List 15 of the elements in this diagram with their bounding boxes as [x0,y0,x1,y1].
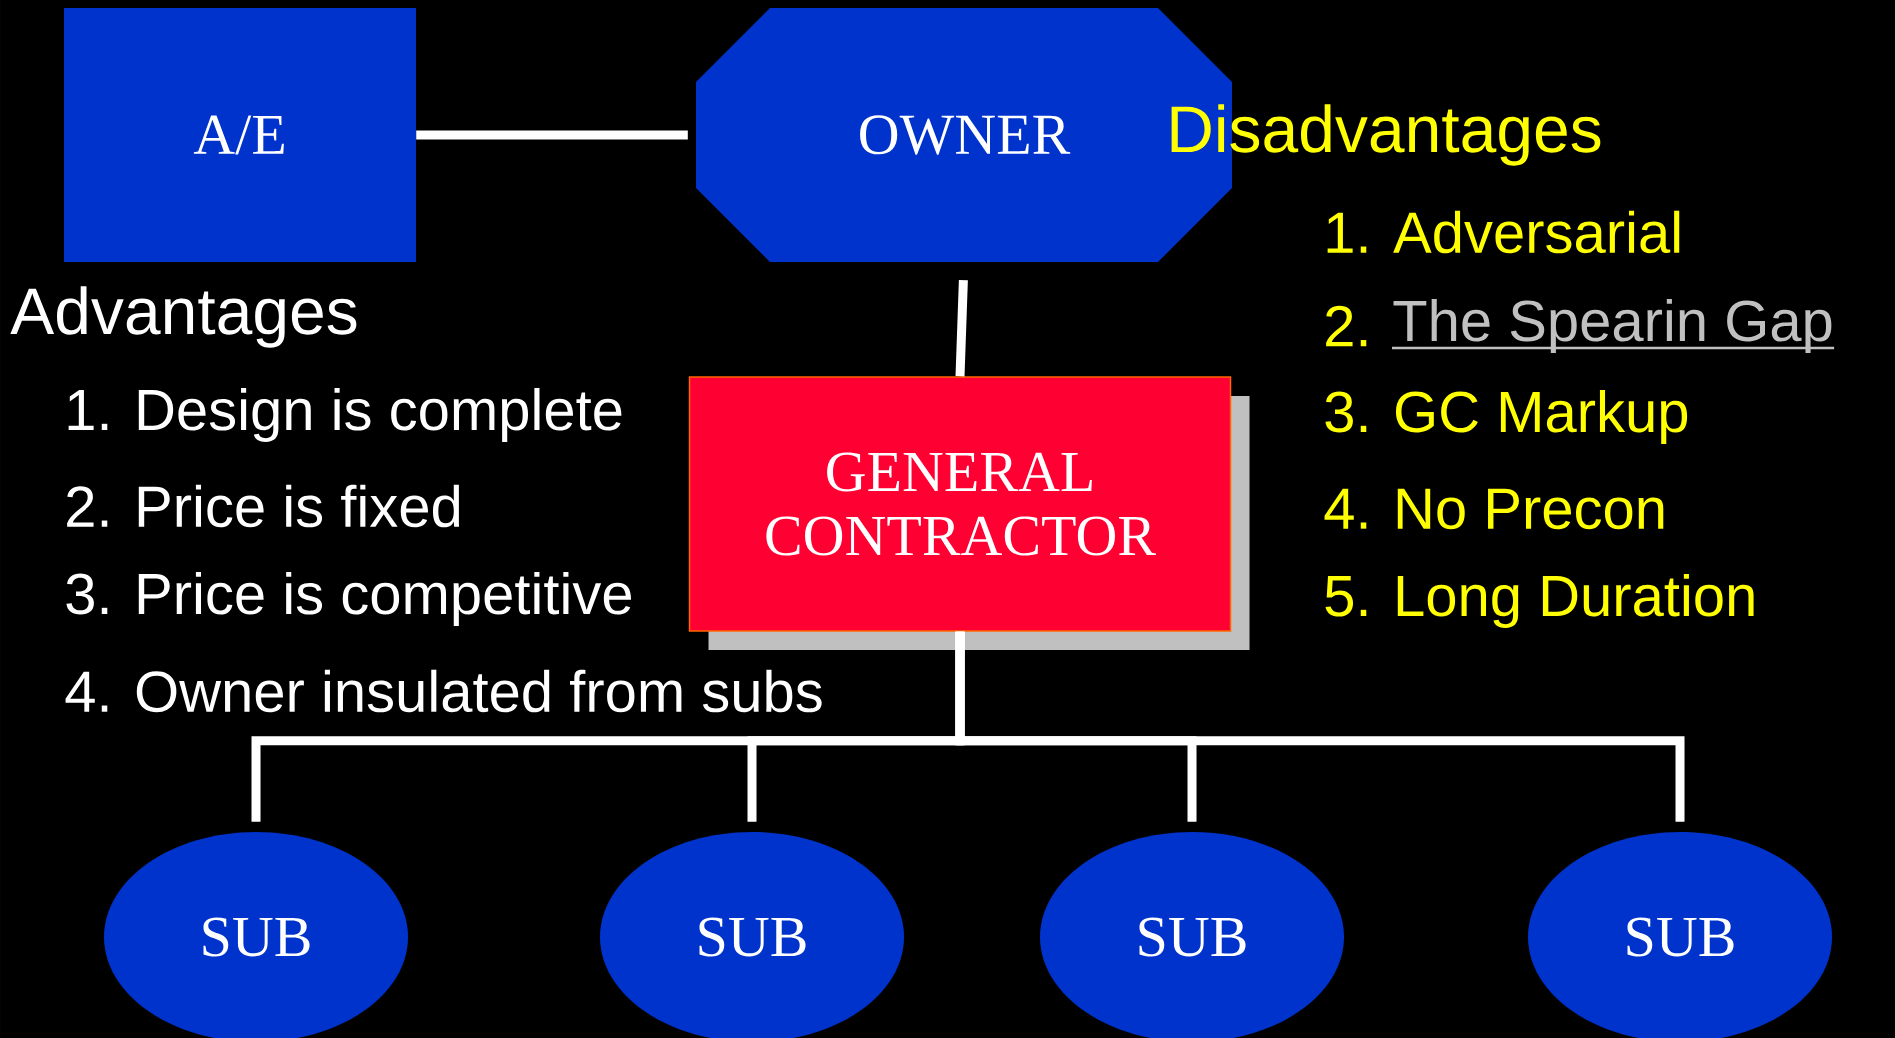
connector-line [955,280,968,377]
link-text: The Spearin Gap [1392,298,1835,353]
list-item: 2. Price is fixed [67,484,460,528]
list-item: 3. GC Markup [1325,389,1688,444]
shadowed-box: GENERAL CONTRACTOR [688,376,1250,650]
connector-line [955,631,1685,822]
list-item: 2. [1326,305,1367,347]
list-item: 4. No Precon [1324,488,1664,530]
list-item: 5. Long Duration [1325,573,1754,628]
list-item: 1. Design is complete [68,387,622,442]
role-box: A/E [64,8,416,262]
connector-line [416,130,688,140]
list-item: 3. Price is competitive [66,571,631,626]
list-item: 4. Owner insulated from subs [65,669,822,713]
list-item: 1. Adversarial [1327,210,1680,254]
